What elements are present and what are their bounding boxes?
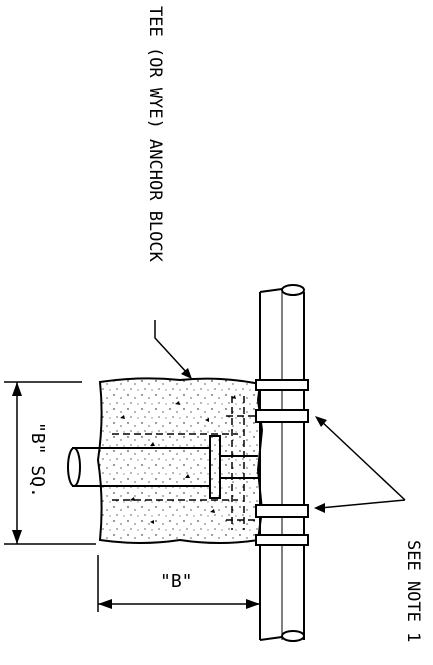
- hidden-lines: [112, 396, 258, 530]
- arrowheads: [181, 368, 327, 513]
- b-dimension-label: "B": [160, 571, 193, 592]
- main-pipe: [259, 284, 305, 642]
- dimension-b: [97, 555, 260, 612]
- b-square-label: "B" SQ.: [27, 422, 48, 498]
- pipe-couplings: [255, 379, 309, 546]
- branch-pipe: [67, 435, 258, 499]
- dimension-b-arrows: [98, 599, 260, 609]
- dimension-b-square: [4, 381, 96, 545]
- anchor-block-label: TEE (OR WYE) ANCHOR BLOCK: [145, 6, 165, 262]
- dimension-b-square-arrows: [12, 382, 22, 544]
- concrete-anchor-block: [96, 377, 264, 544]
- aggregate-marks: [120, 395, 236, 524]
- see-note-label: SEE NOTE 1: [403, 540, 423, 643]
- leader-lines: [154, 320, 406, 509]
